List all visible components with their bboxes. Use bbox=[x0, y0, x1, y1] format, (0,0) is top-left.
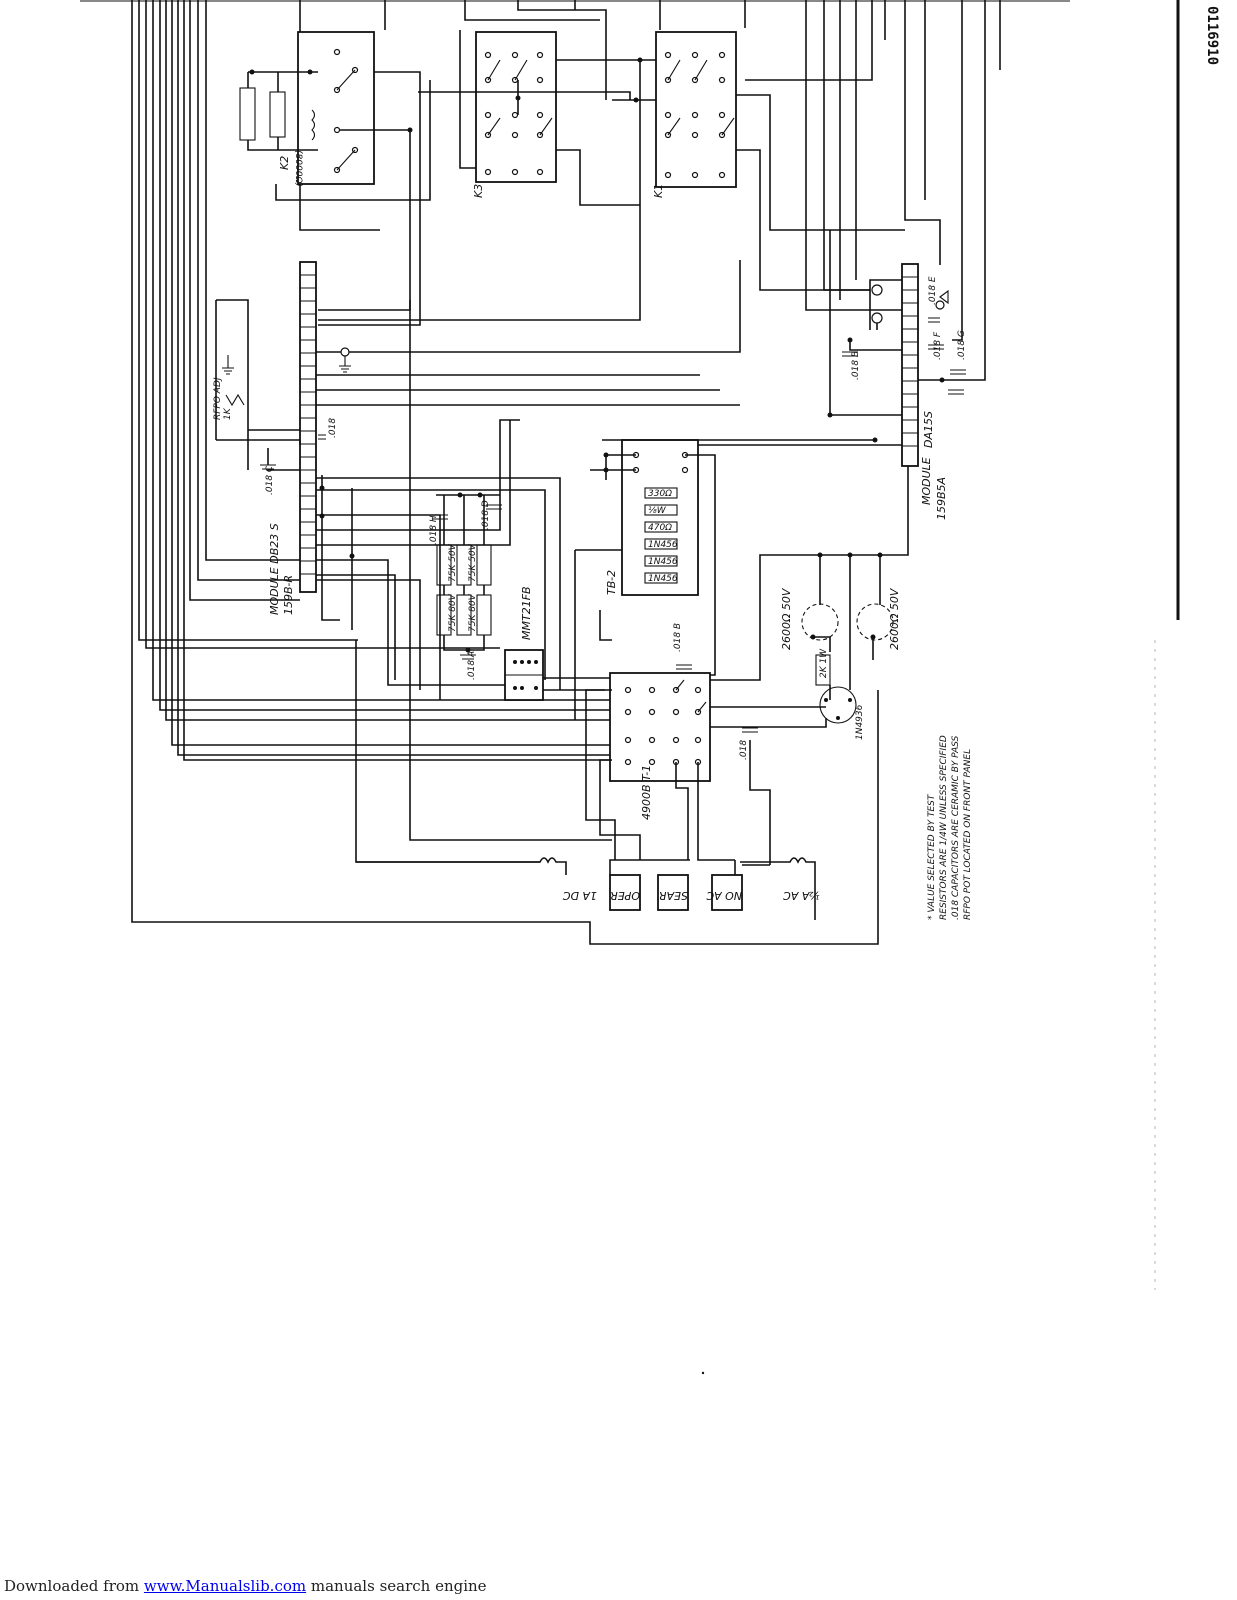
schematic-notes: * VALUE SELECTED BY TEST RESISTORS ARE 1… bbox=[927, 735, 973, 920]
resistor-3-label: 75K 80V bbox=[448, 593, 458, 632]
cap-f-label: .018 F bbox=[933, 331, 943, 360]
k2-resistor-a bbox=[239, 87, 256, 141]
k1-label: K1 bbox=[652, 184, 665, 198]
switch-t1: .018 B .018 4900B T-1 bbox=[355, 300, 771, 865]
relay-k2: K2 (8000Ω) bbox=[239, 31, 431, 326]
cap-d-label: .018 D bbox=[481, 500, 491, 530]
module-da15s-connector: .018 E .018 F .018 G .018 B DA15S MODULE… bbox=[602, 230, 967, 681]
tb2-part-5 bbox=[644, 555, 678, 567]
cap-c-label: .018 C bbox=[265, 465, 275, 495]
lamp-resistor-label: 2K 1W bbox=[819, 648, 829, 678]
cap-g-label: .018 G bbox=[957, 330, 967, 360]
lamp-2-label: 2600Ω 50V bbox=[888, 587, 901, 650]
k2-label: K2 bbox=[278, 156, 291, 170]
indicator-sear bbox=[657, 874, 689, 911]
wire-harness-left bbox=[131, 0, 879, 945]
rfpo-pot-value: 1K bbox=[223, 407, 233, 420]
cap-h-label: .018 H bbox=[429, 515, 439, 545]
tb2-part-6-label: 1N456 bbox=[648, 574, 678, 584]
terminal-board-tb2: 330Ω ⅛W 470Ω 1N456 1N456 1N456 TB-2 bbox=[574, 439, 905, 720]
timer-label: MMT21FB bbox=[520, 586, 533, 640]
cap-b-switch-label: .018 B bbox=[673, 623, 683, 652]
tb2-part-4-label: 1N456 bbox=[648, 540, 678, 550]
footer-suffix: manuals search engine bbox=[306, 1577, 487, 1595]
right-module-name: MODULE bbox=[920, 457, 933, 505]
tb2-part-2-label: ⅛W bbox=[648, 506, 667, 516]
rfpo-pot-label: RFPO ADJ bbox=[213, 377, 223, 420]
tb2-part-5-label: 1N456 bbox=[648, 557, 678, 567]
right-module-connector: DA15S bbox=[922, 411, 935, 448]
cap-switch-label: .018 bbox=[739, 740, 749, 760]
left-module-part: 159B-R bbox=[282, 575, 295, 615]
footer-prefix: Downloaded from bbox=[4, 1577, 144, 1595]
cap-b-label: .018 B bbox=[851, 351, 861, 380]
indicator-sear-label: SEAR bbox=[659, 889, 688, 902]
module-db25s-connector: MODULE DB23 S 159B-R bbox=[216, 260, 741, 700]
right-module-part: 159B5A bbox=[935, 477, 948, 520]
tb2-part-1-label: 330Ω bbox=[648, 489, 672, 499]
wire-harness-top bbox=[299, 0, 1001, 381]
relay-k3: K3 bbox=[418, 30, 640, 206]
indicator-noac-label: NO AC bbox=[706, 889, 742, 902]
fuse-ac-label: ½A AC bbox=[783, 889, 820, 902]
tb2-part-6 bbox=[644, 572, 678, 584]
k2-coil-label: (8000Ω) bbox=[293, 150, 303, 187]
resistor-4-label: 75K 80V bbox=[468, 593, 478, 632]
tb2-part-3-label: 470Ω bbox=[648, 523, 672, 533]
switch-label: 4900B T-1 bbox=[640, 765, 653, 820]
indicator-panel: OPER SEAR NO AC 1A DC ½A AC bbox=[356, 857, 820, 920]
cap-e-label: .018 E bbox=[928, 276, 938, 305]
note-2: RESISTORS ARE 1/4W UNLESS SPECIFIED bbox=[939, 735, 949, 920]
tb2-label: TB-2 bbox=[605, 570, 618, 595]
k2-resistor-b bbox=[269, 91, 286, 138]
relay-k1: K1 bbox=[318, 31, 905, 321]
cap-left-label: .018 bbox=[328, 418, 338, 438]
indicator-noac bbox=[711, 874, 743, 911]
document-id: 0116910 bbox=[1204, 6, 1220, 65]
k3-label: K3 bbox=[472, 184, 485, 198]
timer-mmt21fb: MMT21FB bbox=[504, 586, 612, 701]
lamp-1-label: 2600Ω 50V bbox=[780, 587, 793, 650]
download-footer: Downloaded from www.Manualslib.com manua… bbox=[4, 1577, 487, 1595]
indicator-oper-label: OPER bbox=[610, 889, 640, 902]
scan-speck bbox=[701, 1371, 705, 1375]
diode-label: 1N4936 bbox=[855, 704, 865, 740]
tb2-part-4 bbox=[644, 538, 678, 550]
rfpo-pot: RFPO ADJ 1K .018 C .018 bbox=[213, 299, 338, 495]
note-1: * VALUE SELECTED BY TEST bbox=[927, 793, 937, 920]
left-module-name: MODULE DB23 S bbox=[268, 523, 281, 615]
tb2-part-2 bbox=[644, 504, 678, 516]
indicator-oper bbox=[609, 874, 641, 911]
resistor-bank: 75K 50V 75K 50V 75K 80V 75K 80V .018 H .… bbox=[429, 492, 502, 680]
ground-symbol bbox=[339, 347, 351, 373]
note-4: RFPO POT LOCATED ON FRONT PANEL bbox=[963, 749, 973, 920]
tb2-part-1 bbox=[644, 487, 678, 499]
note-3: .018 CAPACITORS ARE CERAMIC BY PASS bbox=[951, 735, 961, 920]
manualslib-link[interactable]: www.Manualslib.com bbox=[143, 1577, 307, 1595]
cap-a-label: .018 A bbox=[467, 651, 477, 680]
resistor-2-label: 75K 50V bbox=[468, 543, 478, 582]
tb2-part-3 bbox=[644, 521, 678, 533]
resistor-1-label: 75K 50V bbox=[448, 543, 458, 582]
fuse-dc-label: 1A DC bbox=[563, 889, 597, 902]
lamp-assembly: 2600Ω 50V 2600Ω 50V 2K 1W 1N4936 bbox=[710, 587, 901, 740]
